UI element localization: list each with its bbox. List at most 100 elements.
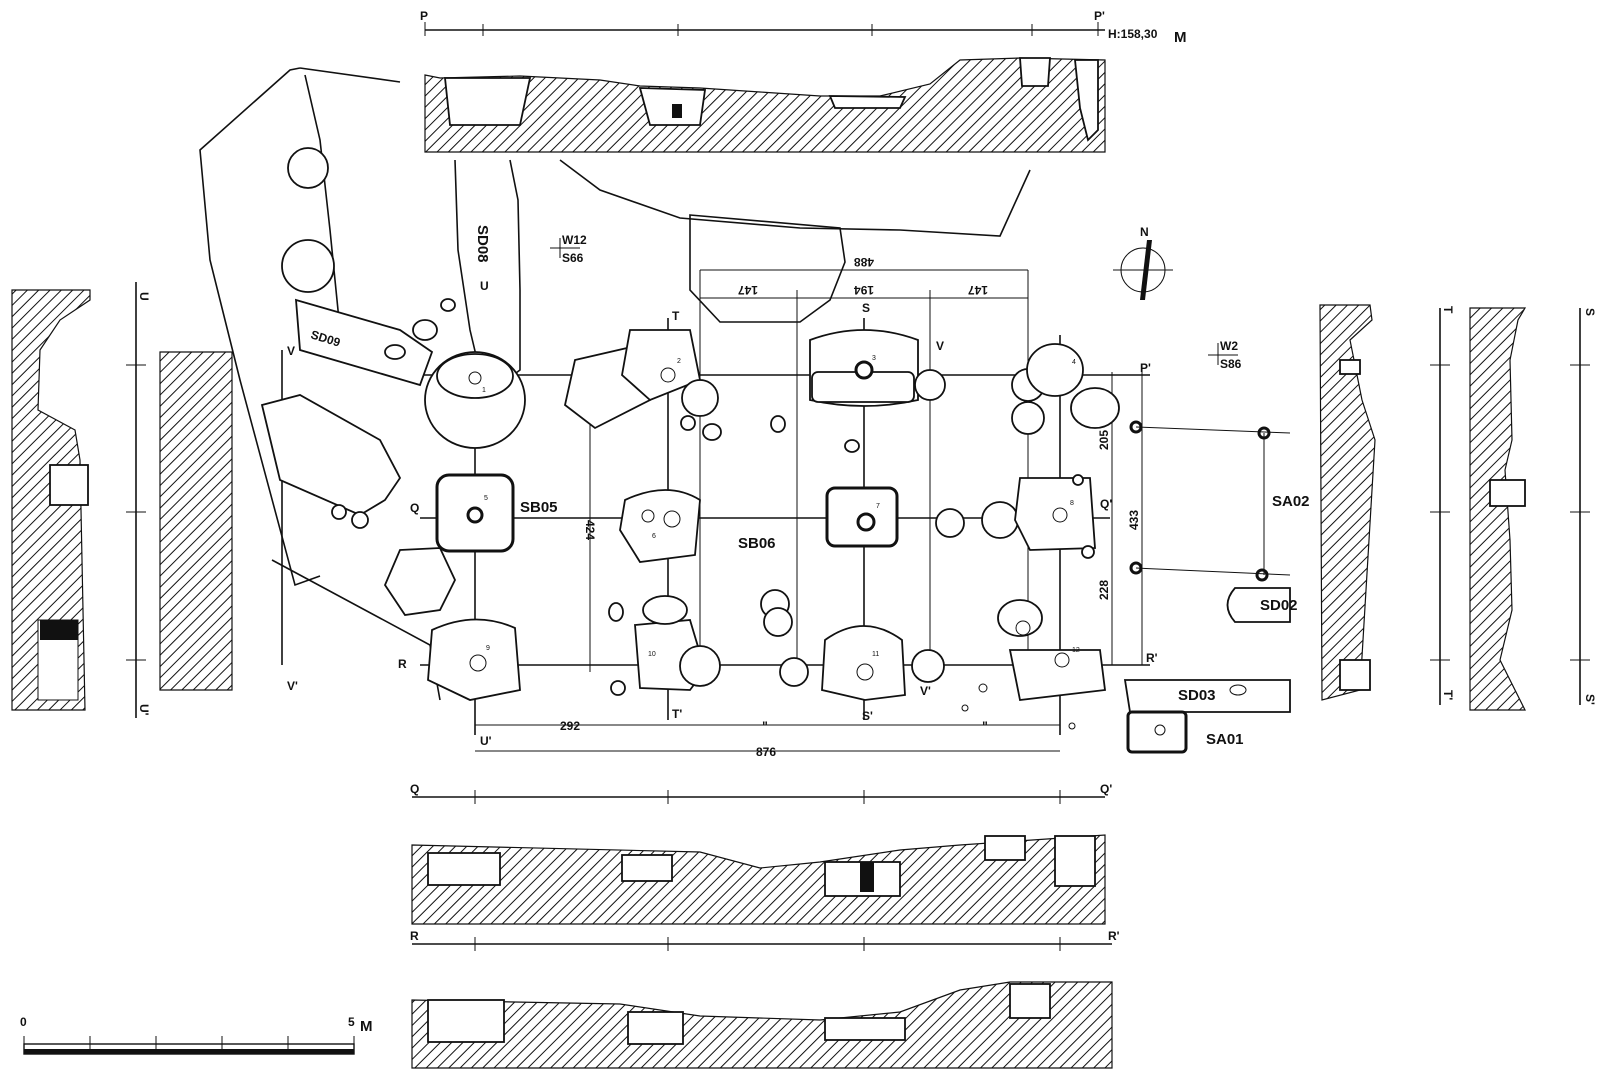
svg-text:Q: Q [410,782,419,796]
plan-label-q: Q [410,501,419,515]
posthole-9: 9 [427,618,521,701]
svg-text:5: 5 [348,1015,355,1029]
svg-text:Q': Q' [1100,782,1112,796]
plan-label-u: U [480,279,489,293]
plan-label-v: V [936,339,944,353]
section-p-profile: P P' H:158,30 M [420,9,1187,153]
dim-top-total: 488 [854,255,874,269]
dimension-lines [475,269,1060,752]
posthole-2: 2 [563,329,719,430]
svg-text:W2: W2 [1220,339,1238,353]
dim-right-upper: 205 [1097,430,1111,450]
svg-text:R: R [410,929,419,943]
dim-ditto-2: " [982,719,988,733]
svg-text:2: 2 [677,358,681,365]
ditch-sd08-outline [199,67,1031,587]
posthole-1: 1 [424,351,526,449]
fence-sa02 [1129,420,1291,582]
feature-sa01 [1126,710,1188,754]
svg-text:4: 4 [1072,359,1076,366]
svg-text:8: 8 [1070,500,1074,507]
feature-label-sb06: SB06 [738,535,776,552]
grid-point-w2-s86: W2 S86 [1208,339,1242,371]
feature-label-sd03: SD03 [1178,687,1216,704]
posthole-small-e [779,657,809,687]
posthole-8: 8 [1014,474,1096,559]
posthole-3: 3 [809,329,919,407]
svg-text:9: 9 [486,645,490,652]
svg-text:12: 12 [1072,647,1080,654]
svg-text:U': U' [137,704,151,716]
section-r-profile: R R' [410,929,1120,1069]
posthole-12: 12 [997,599,1107,701]
svg-text:1: 1 [482,387,486,394]
posthole-small-f [911,649,945,683]
svg-text:U: U [137,292,151,301]
feature-label-sd02: SD02 [1260,597,1298,614]
svg-text:S: S [1583,308,1597,316]
feature-label-sb05: SB05 [520,499,558,516]
posthole-5: 5 [435,473,515,553]
svg-text:3: 3 [872,355,876,362]
svg-text:S': S' [1583,694,1597,705]
feature-label-sa01: SA01 [1206,731,1244,748]
posthole-7: 7 [825,486,899,548]
svg-text:6: 6 [652,533,656,540]
plan-label-v-prime: V' [920,684,931,698]
section-label-p: P [420,9,428,23]
plan-label-p-prime: P' [1140,361,1151,375]
svg-text:7: 7 [876,503,880,510]
plan-label-t-prime: T' [672,707,682,721]
section-q-profile: Q Q' [410,782,1112,925]
elevation-label: H:158,30 [1108,27,1158,41]
ditch-left-diagonal [260,394,456,701]
svg-text:M: M [360,1018,373,1035]
posthole-11: 11 [821,625,906,701]
plan-label-r-prime: R' [1146,651,1158,665]
svg-text:5: 5 [484,495,488,502]
svg-text:N: N [1140,225,1149,239]
posthole-small-d [981,501,1019,539]
svg-text:S86: S86 [1220,357,1242,371]
plan-label-r: R [398,657,407,671]
dim-bottom-total: 876 [756,745,776,759]
dim-top-right: 147 [968,283,988,297]
dim-top-mid: 194 [854,283,874,297]
plan-label-u-prime: U' [480,734,492,748]
plan-label-q-prime: Q' [1100,497,1112,511]
svg-text:T': T' [1441,690,1455,700]
dim-ditto-1: " [762,719,768,733]
plan-label-t: T [672,309,680,323]
feature-label-sd08: SD08 [474,225,491,263]
svg-text:10: 10 [648,651,656,658]
svg-text:R': R' [1108,929,1120,943]
section-t-profile: T T' S S' [1319,304,1597,711]
dim-right-total: 433 [1127,510,1141,530]
dim-bottom-left: 292 [560,719,580,733]
elevation-unit: M [1174,29,1187,46]
feature-sd02 [1226,587,1291,623]
posthole-10: 10 [634,595,721,691]
plan-label-s: S [862,301,870,315]
svg-text:0: 0 [20,1015,27,1029]
small-pits [608,415,1076,730]
posthole-6: 6 [619,489,701,563]
posthole-small-a [914,369,946,401]
ditch-sd09 [294,298,456,387]
posthole-small-c [935,508,965,538]
posthole-cluster-mid [760,589,793,637]
svg-text:W12: W12 [562,233,587,247]
scale-bar: 0 5 M [20,1015,373,1055]
dim-right-lower: 228 [1097,580,1111,600]
plan-label-v-left: V [287,344,295,358]
svg-text:11: 11 [872,651,879,658]
feature-label-sa02: SA02 [1272,493,1310,510]
plan-label-v-left-prime: V' [287,679,298,693]
section-label-p-prime: P' [1094,9,1105,23]
svg-text:S66: S66 [562,251,584,265]
svg-text:T: T [1441,306,1455,314]
dim-top-left: 147 [738,283,758,297]
feature-sd03 [1123,679,1291,713]
posthole-4: 4 [1011,343,1120,435]
